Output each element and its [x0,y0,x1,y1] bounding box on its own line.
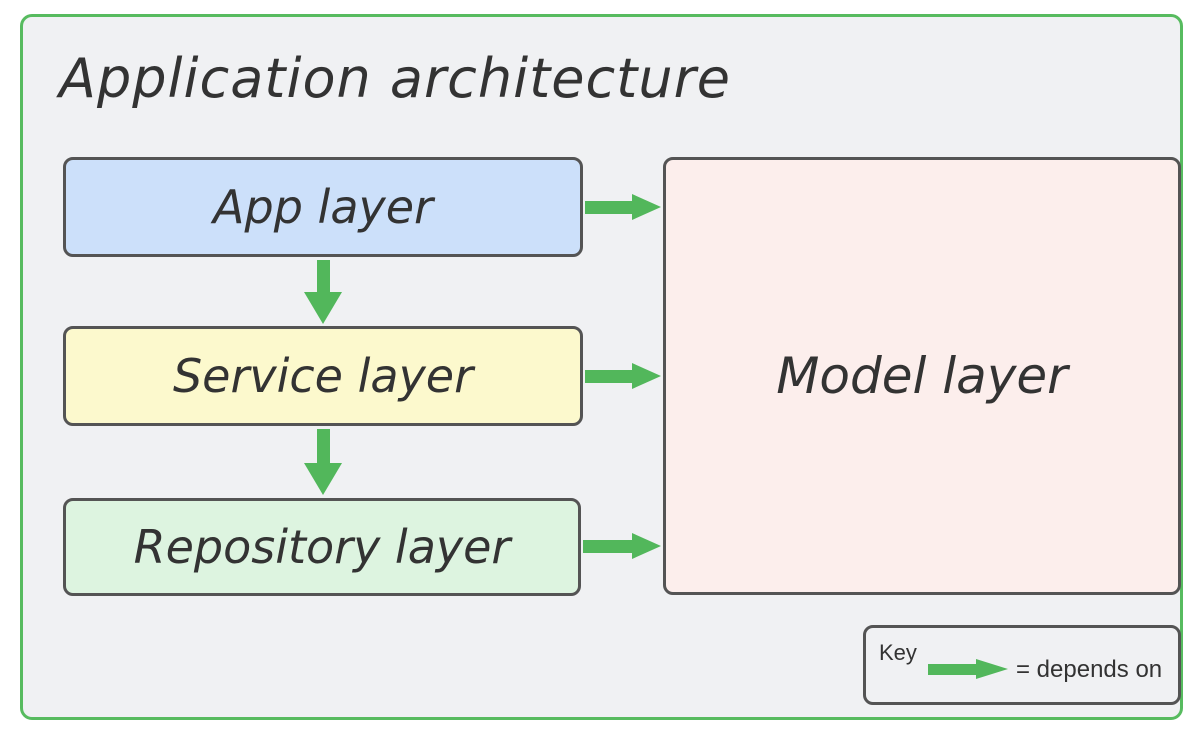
node-app-layer: App layer [63,157,583,257]
arrow-head-right-icon [632,533,661,559]
diagram-frame: Application architecture App layer Servi… [20,14,1183,720]
node-repository-layer-label: Repository layer [133,520,511,574]
arrow-shaft [928,663,976,675]
arrow-service-to-model [585,363,661,389]
node-service-layer-label: Service layer [172,349,474,403]
arrow-head-down-icon [304,292,342,324]
node-app-layer-label: App layer [213,180,433,234]
diagram-title: Application architecture [59,47,731,110]
arrow-head-right-icon [632,194,661,220]
arrow-head-down-icon [304,463,342,495]
arrow-shaft [583,539,632,553]
arrow-head-right-icon [976,659,1008,679]
node-service-layer: Service layer [63,326,583,426]
arrow-repository-to-model [583,533,661,559]
node-repository-layer: Repository layer [63,498,581,596]
arrow-service-to-repository [304,429,342,495]
node-model-layer: Model layer [663,157,1181,595]
arrow-shaft [585,200,632,214]
arrow-app-to-model [585,194,661,220]
key-legend: Key = depends on [863,625,1181,705]
arrow-shaft [585,369,632,383]
key-arrow-icon [928,659,1008,679]
arrow-head-right-icon [632,363,661,389]
node-model-layer-label: Model layer [776,347,1068,405]
key-legend-meaning: = depends on [1016,656,1163,683]
arrow-shaft [316,260,330,292]
arrow-app-to-service [304,260,342,324]
arrow-shaft [316,429,330,463]
key-legend-title: Key [879,640,917,665]
